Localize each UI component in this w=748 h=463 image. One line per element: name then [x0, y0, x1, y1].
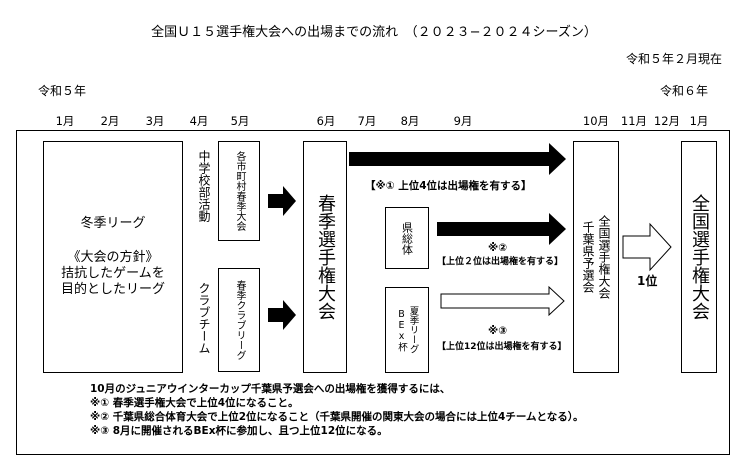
diagram-frame: [16, 130, 730, 455]
month-label: 7月: [357, 114, 377, 128]
summer-box: BEx杯 夏季リーグ: [385, 287, 429, 373]
spring-championship-label: 春季選手権大会: [315, 194, 336, 320]
policy-line: 目的としたリーグ: [60, 282, 165, 298]
month-label: 2月: [100, 114, 120, 128]
footer-line: ※③ 8月に開催されるBEx杯に参加し、且つ上位12位になる。: [90, 425, 388, 437]
month-label: 9月: [453, 114, 473, 128]
month-label: 1月: [55, 114, 75, 128]
bex-cup-label: BEx杯: [396, 308, 407, 352]
spring-championship-box: 春季選手権大会: [303, 141, 347, 373]
qualifier-label-sub: 千葉県予選会: [581, 221, 595, 293]
footer-line: ※② 千葉県総合体育大会で上位2位になること（千葉県開催の関東大会の場合には上位…: [90, 411, 584, 423]
summer-league-label: 夏季リーグ: [407, 306, 419, 354]
qualifier-box: 千葉県予選会 全国選手権大会: [573, 141, 619, 373]
footer-notes: 10月のジュニアウインターカップ千葉県予選会への出場権を獲得するには、 ※① 春…: [90, 382, 583, 438]
month-label: 6月: [316, 114, 336, 128]
qualifier-label-main: 全国選手権大会: [597, 215, 611, 299]
note-3-mark: ※③: [488, 325, 508, 337]
note-1: 【※① 上位4位は出場権を有する】: [365, 180, 532, 192]
club-spring-label: 春季クラブリーグ: [234, 280, 245, 360]
month-label: 5月: [230, 114, 250, 128]
note-2: 【上位２位は出場権を有する】: [437, 257, 564, 267]
prefectural-box: 県総体: [385, 207, 429, 269]
club-spring-box: 春季クラブリーグ: [218, 268, 260, 372]
month-label: 11月: [620, 114, 648, 128]
junior-high-label: 中学校部活動: [197, 150, 211, 222]
policy-heading: 《大会の方針》: [67, 249, 159, 265]
month-label: 3月: [145, 114, 165, 128]
national-championship-label: 全国選手権大会: [689, 194, 710, 320]
club-team-label: クラブチーム: [197, 282, 211, 354]
first-place-label: 1位: [637, 274, 658, 288]
page-title: 全国Ｕ１５選手権大会への出場までの流れ （２０２３−２０２４シーズン）: [151, 25, 597, 40]
month-label: 10月: [582, 114, 610, 128]
era-label-left: 令和５年: [38, 84, 87, 98]
month-label: 8月: [400, 114, 420, 128]
footer-line: 10月のジュニアウインターカップ千葉県予選会への出場権を獲得するには、: [90, 383, 451, 395]
national-championship-box: 全国選手権大会: [681, 141, 717, 373]
winter-league-box: 冬季リーグ 《大会の方針》 拮抗したゲームを 目的としたリーグ: [43, 141, 183, 373]
winter-league-title: 冬季リーグ: [80, 215, 146, 231]
month-label: 12月: [653, 114, 681, 128]
month-label: 4月: [189, 114, 209, 128]
municipal-spring-label: 各市町村春季大会: [234, 151, 245, 231]
era-label-right: 令和６年: [660, 84, 709, 98]
as-of-date: 令和５年２月現在: [625, 52, 722, 66]
prefectural-label: 県総体: [400, 221, 414, 255]
municipal-spring-box: 各市町村春季大会: [218, 141, 260, 241]
note-3: 【上位12位は出場権を有する】: [437, 342, 567, 352]
footer-line: ※① 春季選手権大会で上位4位になること。: [90, 397, 299, 409]
note-2-mark: ※②: [488, 242, 508, 254]
month-label: 1月: [689, 114, 709, 128]
policy-line: 拮抗したゲームを: [61, 266, 165, 281]
